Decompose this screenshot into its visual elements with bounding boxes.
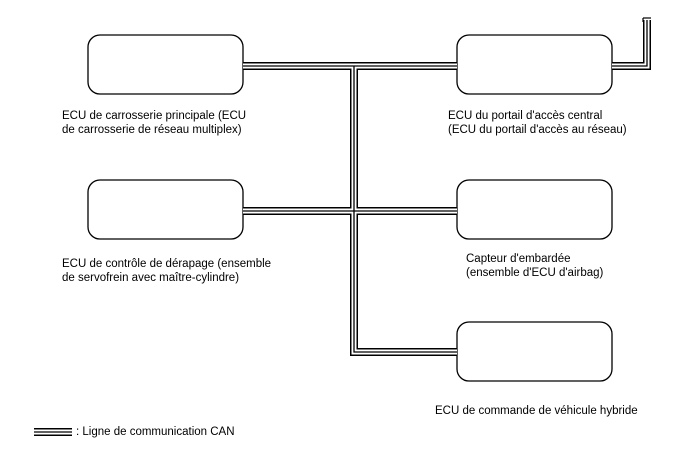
body-ecu-label-line2: de carrosserie de réseau multiplex) (62, 124, 242, 136)
yaw-sensor-label-line1: Capteur d'embardée (466, 253, 571, 265)
hybrid-ecu-box (456, 321, 613, 382)
legend-text: : Ligne de communication CAN (76, 426, 235, 438)
gateway-ecu-box (456, 34, 613, 95)
skid-ecu-label-line2: de servofrein avec maître-cylindre) (62, 272, 240, 284)
hybrid-ecu-label: ECU de commande de véhicule hybride (435, 405, 638, 417)
gateway-ecu-label-line2: (ECU du portail d'accès au réseau) (448, 124, 627, 136)
yaw-sensor-box (456, 179, 613, 240)
can-bus-lines (243, 20, 651, 356)
bus-end-marks (642, 17, 651, 22)
skid-ecu-label-line1: ECU de contrôle de dérapage (ensemble (62, 258, 272, 270)
gateway-ecu-label-line1: ECU du portail d'accès central (448, 110, 603, 122)
body-ecu-label-line1: ECU de carrosserie principale (ECU (62, 110, 247, 122)
body-ecu-box (87, 34, 244, 95)
yaw-sensor-label-line2: (ensemble d'ECU d'airbag) (466, 267, 604, 279)
skid-control-ecu-box (87, 179, 244, 240)
